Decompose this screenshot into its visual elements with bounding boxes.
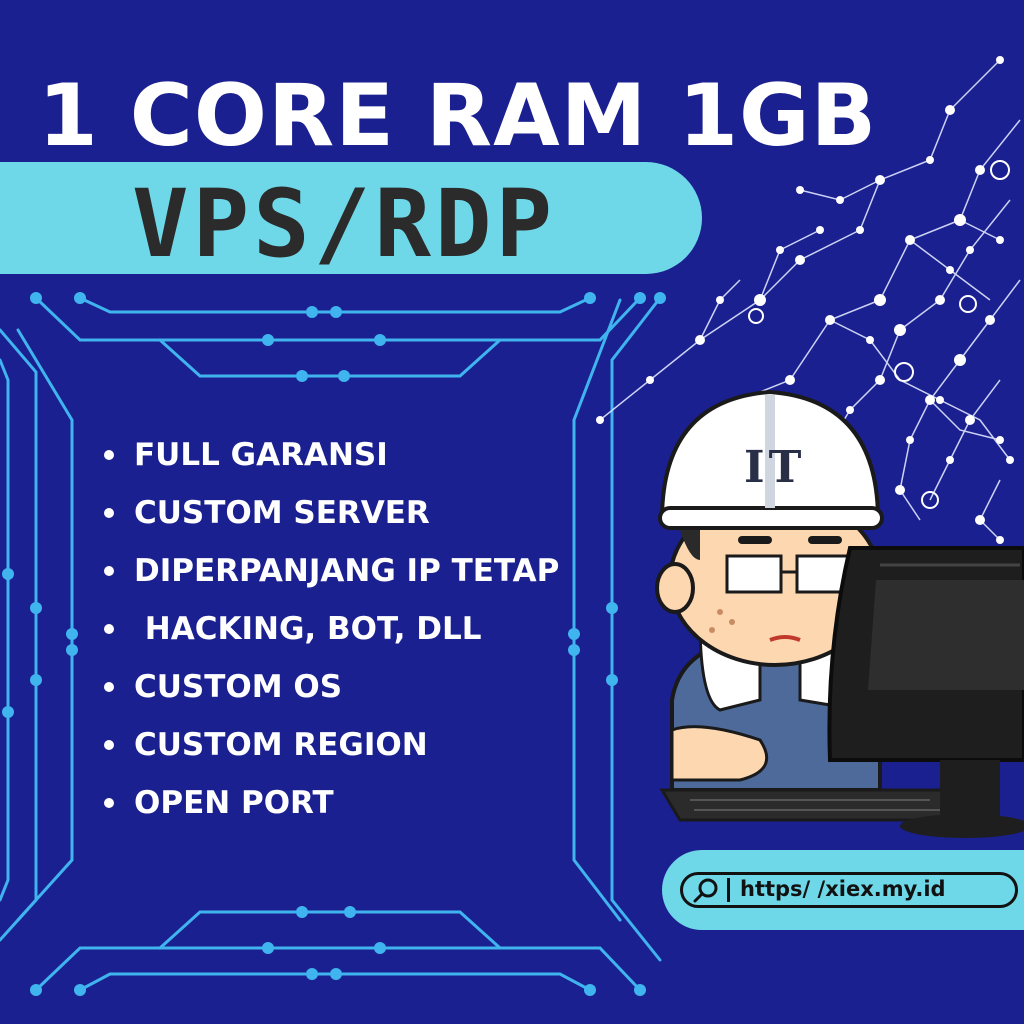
feature-label: OPEN PORT [134, 785, 334, 821]
feature-label: CUSTOM REGION [134, 727, 428, 763]
feature-item: OPEN PORT [104, 778, 559, 836]
feature-item: CUSTOM SERVER [104, 488, 559, 546]
banner-title: VPS/RDP [132, 170, 557, 279]
bullet-icon [104, 508, 114, 518]
feature-item: CUSTOM OS [104, 662, 559, 720]
bullet-icon [104, 798, 114, 808]
bullet-icon [104, 682, 114, 692]
feature-label: CUSTOM SERVER [134, 495, 430, 531]
feature-item: CUSTOM REGION [104, 720, 559, 778]
feature-list: FULL GARANSI CUSTOM SERVER DIPERPANJANG … [104, 430, 559, 836]
feature-item: DIPERPANJANG IP TETAP [104, 546, 559, 604]
url-divider [727, 878, 730, 902]
url-text[interactable]: https/ /xiex.my.id [740, 877, 946, 901]
url-bar-bg [662, 850, 1024, 930]
feature-label: HACKING, BOT, DLL [134, 611, 482, 647]
search-icon [693, 878, 718, 903]
headline: 1 CORE RAM 1GB [38, 66, 878, 166]
feature-item: FULL GARANSI [104, 430, 559, 488]
bullet-icon [104, 624, 114, 634]
feature-label: FULL GARANSI [134, 437, 388, 473]
feature-label: CUSTOM OS [134, 669, 343, 705]
bullet-icon [104, 740, 114, 750]
bullet-icon [104, 566, 114, 576]
helmet-label: IT [744, 442, 806, 493]
feature-label: DIPERPANJANG IP TETAP [134, 553, 560, 589]
bullet-icon [104, 450, 114, 460]
url-field[interactable] [680, 872, 1018, 908]
banner-bg [0, 162, 702, 274]
feature-item: HACKING, BOT, DLL [104, 604, 559, 662]
